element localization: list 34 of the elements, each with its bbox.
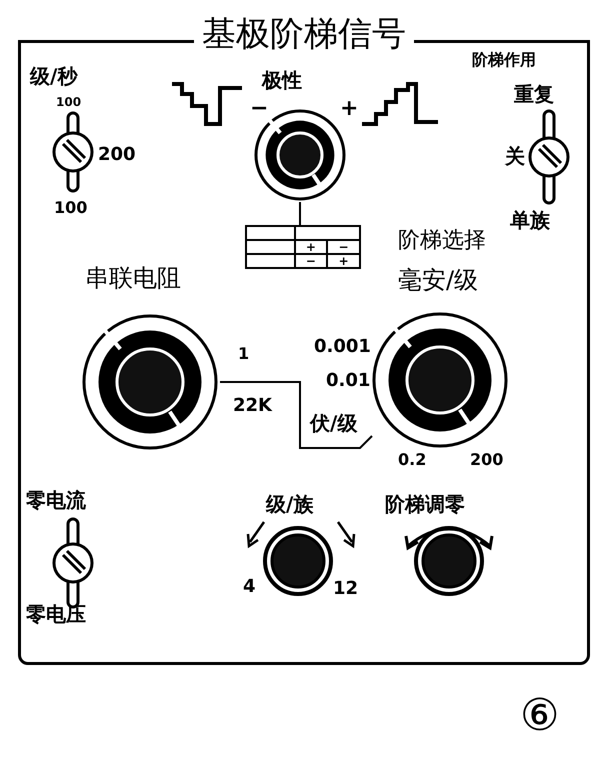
- table-cell: −: [327, 240, 360, 254]
- panel-label: 4: [243, 578, 256, 596]
- panel-label: 0.2: [398, 452, 426, 468]
- panel-label: −: [250, 98, 268, 120]
- panel-label: 22K: [233, 397, 272, 415]
- figure-number: ⑥: [520, 694, 560, 738]
- table-cell: −: [294, 254, 328, 268]
- panel-label: 100: [56, 96, 82, 108]
- panel-label: 阶梯作用: [472, 52, 536, 68]
- panel-label: 0.001: [314, 338, 371, 356]
- panel-label: 重复: [514, 84, 554, 104]
- panel-label: 200: [98, 146, 136, 164]
- knob-label: 极性: [262, 70, 302, 90]
- panel-label: 零电流: [26, 490, 86, 510]
- panel-label: 1: [238, 346, 250, 362]
- panel-label: 关: [505, 146, 525, 166]
- knob-label: 串联电阻: [85, 266, 181, 290]
- panel-label: 级/秒: [30, 66, 78, 86]
- panel-label: 100: [54, 200, 88, 216]
- connector-line: [220, 381, 373, 449]
- table-cell: +: [327, 254, 360, 268]
- panel-label: 伏/级: [310, 413, 358, 433]
- knob-label: 阶梯选择: [398, 230, 486, 252]
- knob-label: 毫安/级: [398, 268, 478, 292]
- panel-label: 单族: [510, 210, 550, 230]
- panel-label: 级/族: [266, 494, 314, 514]
- panel-label: 200: [470, 452, 504, 468]
- panel-label: +: [340, 98, 358, 120]
- panel-label: 12: [333, 580, 358, 598]
- table-cell: +: [294, 240, 328, 254]
- connector-line: [299, 202, 301, 225]
- panel-title: 基极阶梯信号: [194, 17, 414, 51]
- panel-label: 0.01: [326, 372, 370, 390]
- panel-label: 阶梯调零: [385, 494, 465, 514]
